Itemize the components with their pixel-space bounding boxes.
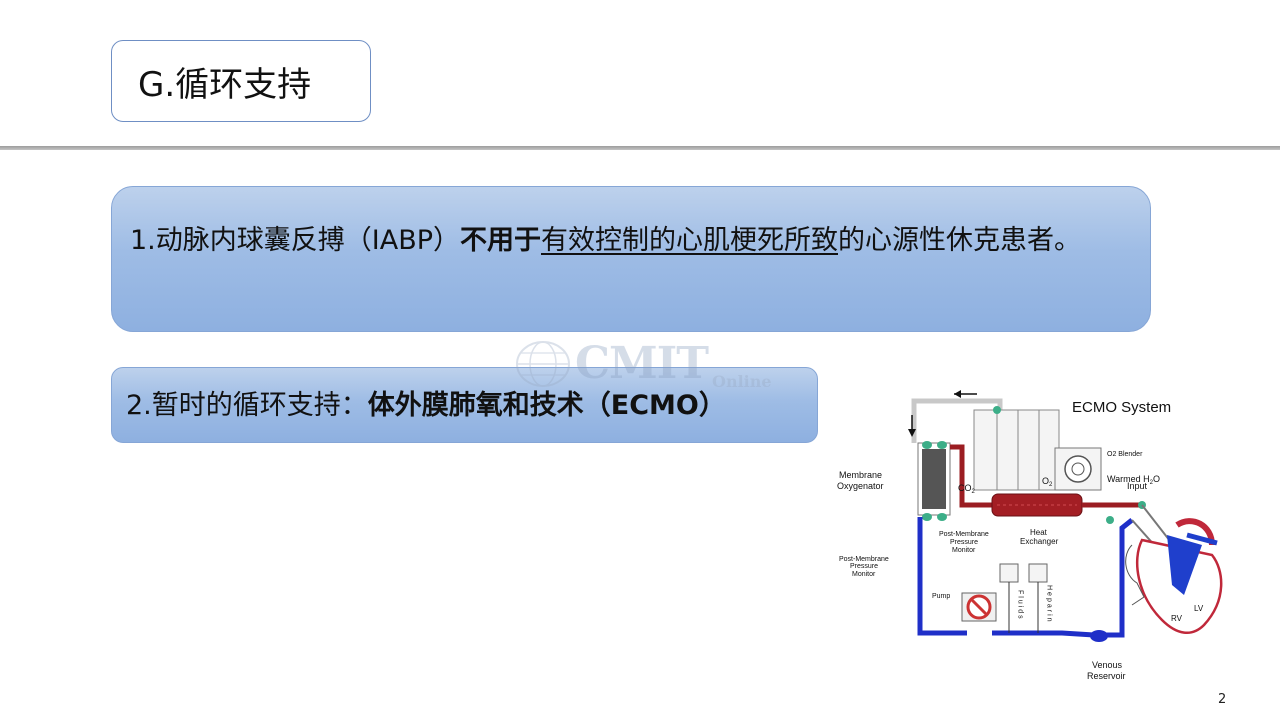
label-o2-blender: O2 Blender bbox=[1107, 451, 1143, 458]
label-lv: LV bbox=[1194, 604, 1204, 613]
slide-title-box: G.循环支持 bbox=[111, 40, 371, 122]
point-1-bold: 不用于 bbox=[460, 225, 541, 256]
arrowhead-icon bbox=[954, 390, 961, 398]
label-post-top-1: Post-Membrane bbox=[939, 531, 989, 538]
diagram-title: ECMO System bbox=[1072, 399, 1171, 416]
oxygenator-core bbox=[922, 449, 946, 509]
header-divider bbox=[0, 146, 1280, 150]
vena-cava bbox=[1167, 535, 1202, 595]
ecmo-diagram: ECMO System O2 Blender Warmed H2O Input … bbox=[837, 390, 1223, 681]
arrowhead-icon bbox=[908, 429, 916, 437]
label-fluids: Fluids bbox=[1017, 590, 1024, 621]
label-heat-1: Heat bbox=[1030, 528, 1048, 537]
point-1-box: 1.动脉内球囊反搏（IABP）不用于有效控制的心肌梗死所致的心源性休克患者。 bbox=[111, 186, 1151, 332]
venous-reservoir bbox=[1090, 630, 1108, 642]
flowmeter-cap bbox=[993, 406, 1001, 414]
label-post-left-2: Pressure bbox=[850, 563, 878, 570]
venous-tube bbox=[917, 517, 1134, 638]
cannula-outline bbox=[1125, 544, 1145, 606]
label-venous-2: Reservoir bbox=[1087, 671, 1126, 681]
point-2-box: 2.暂时的循环支持：体外膜肺氧和技术（ECMO） bbox=[111, 367, 818, 443]
heparin-bag bbox=[1028, 563, 1048, 583]
point-1-underlined: 有效控制的心肌梗死所致 bbox=[541, 225, 838, 256]
point-2-prefix: 2.暂时的循环支持： bbox=[126, 390, 368, 421]
slide-title: G.循环支持 bbox=[138, 64, 312, 105]
label-post-top-2: Pressure bbox=[950, 539, 978, 546]
label-post-top-3: Monitor bbox=[952, 547, 976, 554]
label-pump: Pump bbox=[932, 593, 950, 600]
label-o2: O2 bbox=[1042, 476, 1053, 488]
point-1-suffix: 的心源性休克患者。 bbox=[838, 225, 1081, 256]
label-input: Input bbox=[1127, 481, 1148, 491]
label-venous-1: Venous bbox=[1092, 660, 1123, 670]
point-2-bold: 体外膜肺氧和技术（ECMO） bbox=[367, 390, 726, 421]
gas-flowmeter bbox=[973, 409, 1060, 491]
label-rv: RV bbox=[1171, 614, 1183, 623]
label-warmed-h2o: Warmed H2O bbox=[1107, 474, 1160, 486]
label-membrane-2: Oxygenator bbox=[837, 481, 884, 491]
label-co2: CO2 bbox=[958, 483, 976, 495]
label-heat-2: Exchanger bbox=[1020, 537, 1059, 546]
label-post-left-3: Monitor bbox=[852, 571, 876, 578]
label-membrane-1: Membrane bbox=[839, 470, 882, 480]
label-post-left-1: Post-Membrane bbox=[839, 556, 889, 563]
page-number: 2 bbox=[1218, 692, 1227, 707]
point-1-prefix: 1.动脉内球囊反搏（IABP） bbox=[130, 225, 460, 256]
oxygenated-tube bbox=[950, 444, 1002, 508]
fluids-bag bbox=[999, 563, 1019, 583]
label-heparin: Heparin bbox=[1046, 585, 1053, 624]
return-tube bbox=[911, 398, 1003, 443]
